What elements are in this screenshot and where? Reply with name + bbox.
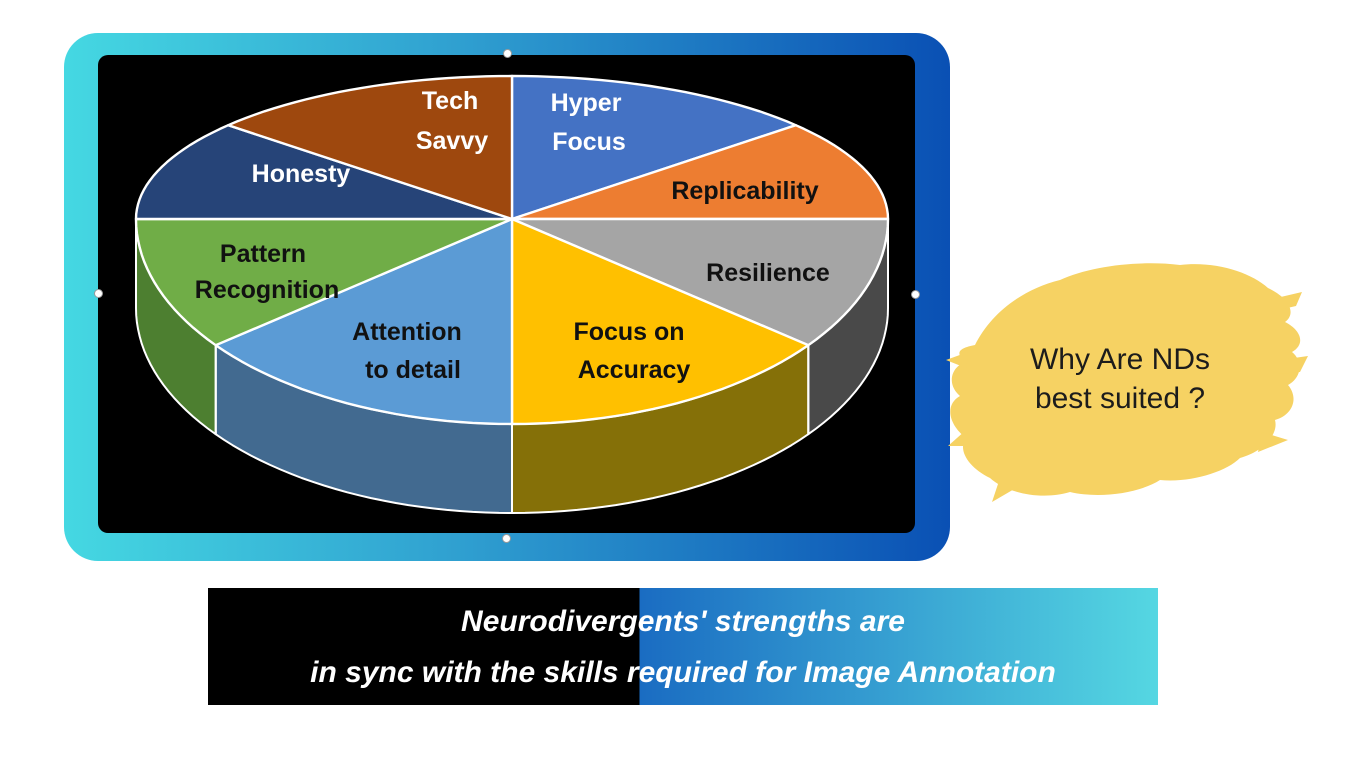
selection-handle-bottom[interactable] <box>502 534 511 543</box>
pie-label-attention-to-detail: to detail <box>365 356 461 384</box>
selection-handle-top[interactable] <box>503 49 512 58</box>
selection-handle-right[interactable] <box>911 290 920 299</box>
pie-label-pattern-recognition: Recognition <box>195 276 339 304</box>
pie-label-hyper-focus: Focus <box>552 128 626 156</box>
pie-slice-hyper-focus <box>510 74 797 221</box>
pie-slice-pattern-recognition <box>134 217 514 347</box>
callout-line1: Why Are NDs <box>1029 343 1211 376</box>
pie-slice-honesty <box>134 124 514 221</box>
selection-handle-left[interactable] <box>94 289 103 298</box>
pie-slice-focus-on-accuracy <box>510 217 810 426</box>
pie-label-attention-to-detail: Attention <box>352 318 462 346</box>
caption-banner: Neurodivergents' strengths are in sync w… <box>208 588 1158 705</box>
pie-label-focus-on-accuracy: Focus on <box>573 318 684 346</box>
pie-label-hyper-focus: Hyper <box>551 89 622 117</box>
pie-label-tech-savvy: Savvy <box>416 127 488 155</box>
pie-slice-resilience <box>510 217 890 347</box>
callout: Why Are NDs best suited ? <box>940 248 1312 516</box>
pie-label-honesty: Honesty <box>252 160 351 188</box>
pie-slice-replicability <box>510 124 890 221</box>
caption-line1: Neurodivergents' strengths are <box>461 604 905 638</box>
pie-label-tech-savvy: Tech <box>422 87 479 115</box>
pie-label-pattern-recognition: Pattern <box>220 240 306 268</box>
pie-slice-attention-to-detail <box>214 217 514 426</box>
callout-text: Why Are NDs best suited ? <box>940 340 1300 418</box>
paint-splash-shape <box>946 263 1308 502</box>
pie-label-replicability: Replicability <box>671 177 818 205</box>
caption-line2: in sync with the skills required for Ima… <box>310 655 1056 689</box>
callout-line2: best suited ? <box>1034 382 1206 415</box>
pie-label-resilience: Resilience <box>706 259 830 287</box>
pie-label-focus-on-accuracy: Accuracy <box>578 356 691 384</box>
pie-slice-tech-savvy <box>227 74 514 221</box>
